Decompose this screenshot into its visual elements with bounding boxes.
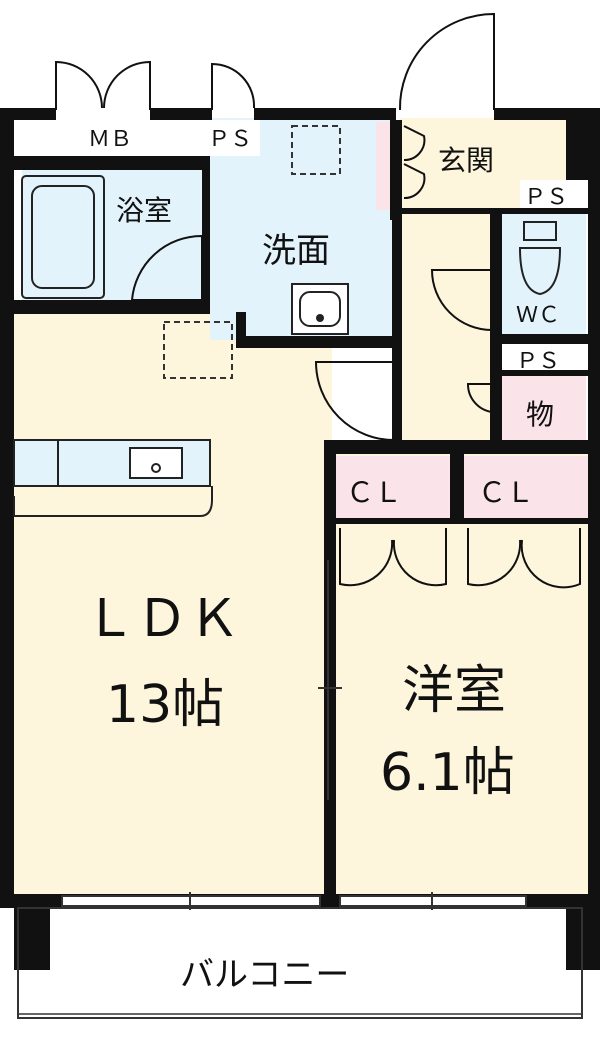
kitchen-counter (13, 439, 213, 517)
mb-label: ＭＢ (88, 127, 132, 152)
top-door-swings (55, 12, 495, 111)
western-size-label: 6.1帖 (380, 743, 515, 803)
bathtub (21, 175, 105, 299)
genkan-closet-doors (403, 125, 426, 200)
balcony-windows (61, 892, 527, 910)
washbasin (291, 283, 349, 335)
balcony-label: バルコニー (180, 955, 349, 995)
ps-right-top-label: ＰＳ (524, 185, 568, 210)
cl-right-closet (464, 456, 588, 520)
ps-top-closet (206, 120, 260, 156)
toilet (518, 221, 562, 296)
cl-right-label: ＣＬ (478, 476, 534, 509)
sliding-door (318, 560, 342, 800)
ldk-size-label: 13帖 (106, 675, 224, 735)
balcony-outline (17, 907, 583, 1019)
storage-label: 物 (526, 398, 554, 431)
ldk-floor (12, 312, 332, 902)
ldk-door-swing (314, 361, 395, 441)
ps-right-mid-closet (510, 344, 586, 372)
washing-machine-space (291, 125, 341, 175)
cl-closet-doors (339, 528, 581, 589)
ldk-name-label: ＬＤＫ (84, 589, 240, 649)
ps-right-mid-label: ＰＳ (516, 349, 560, 374)
storage-door-swing (466, 383, 493, 413)
bath-label: 浴室 (116, 194, 172, 227)
hall-floor (400, 210, 500, 446)
wc-label: ＷＣ (516, 303, 560, 328)
ventilation-mark (163, 321, 233, 379)
genkan-label: 玄関 (438, 144, 494, 177)
cl-left-label: ＣＬ (346, 476, 402, 509)
ps-top-label: ＰＳ (208, 127, 252, 152)
ps-right-top-closet (520, 180, 586, 210)
cl-left-closet (336, 456, 452, 520)
storage-closet (500, 374, 586, 444)
western-name-label: 洋室 (402, 661, 506, 721)
mb-closet (40, 120, 200, 156)
wash-label: 洗面 (262, 231, 330, 271)
hall-door-swing (430, 269, 493, 331)
bath-door-swing (130, 234, 203, 301)
